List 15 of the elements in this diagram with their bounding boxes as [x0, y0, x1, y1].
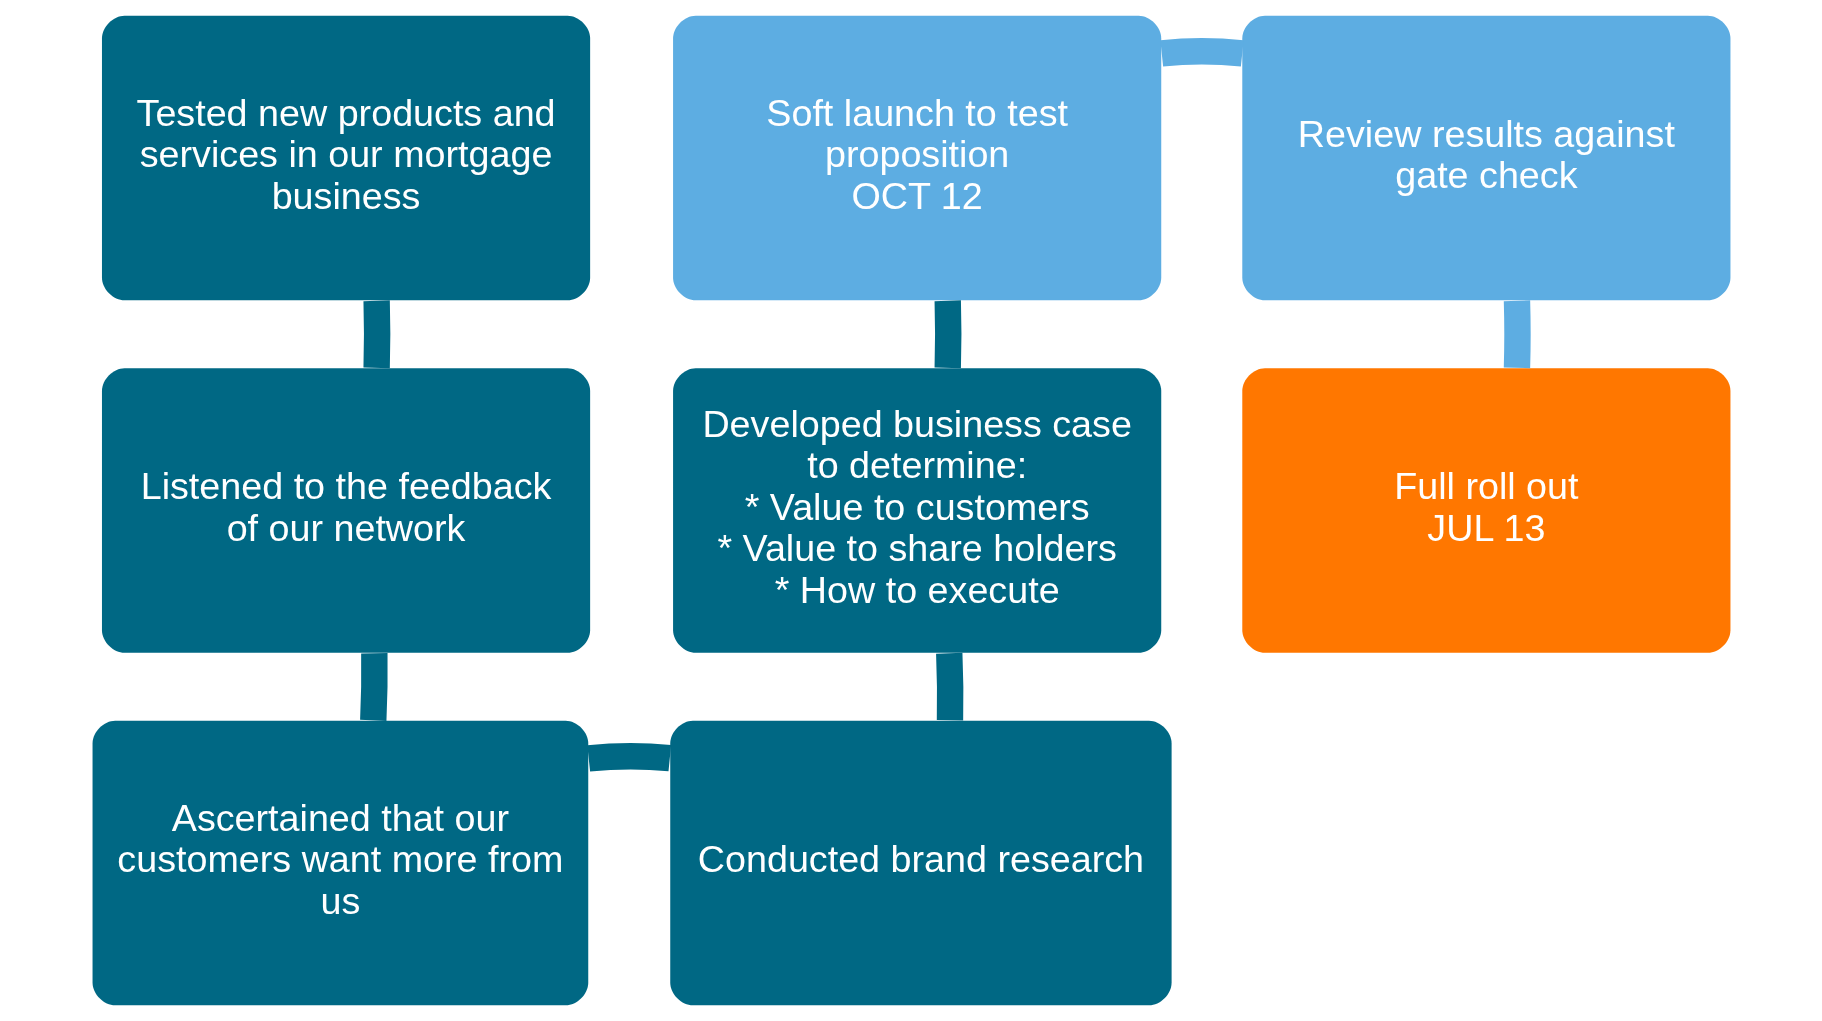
node-box: Review results against gate check	[1241, 15, 1730, 301]
node-box: Full roll out JUL 13	[1241, 368, 1730, 653]
connector	[934, 300, 961, 369]
node-box: Soft launch to test proposition OCT 12	[672, 15, 1161, 301]
node-box: Ascertained that our customers want more from us	[92, 720, 588, 1006]
node-box: Developed business case to determine: * Value to customers * Value to share holders * How to execute	[672, 368, 1161, 653]
connector	[359, 653, 388, 721]
connector	[1159, 38, 1244, 67]
node-box: Conducted brand research	[669, 720, 1172, 1006]
connector	[1503, 300, 1531, 369]
connector	[586, 743, 671, 772]
connector	[362, 300, 390, 369]
connector	[935, 652, 963, 721]
node-box: Listened to the feedback of our network	[101, 368, 590, 653]
node-box: Tested new products and services in our mortgage business	[101, 15, 590, 301]
